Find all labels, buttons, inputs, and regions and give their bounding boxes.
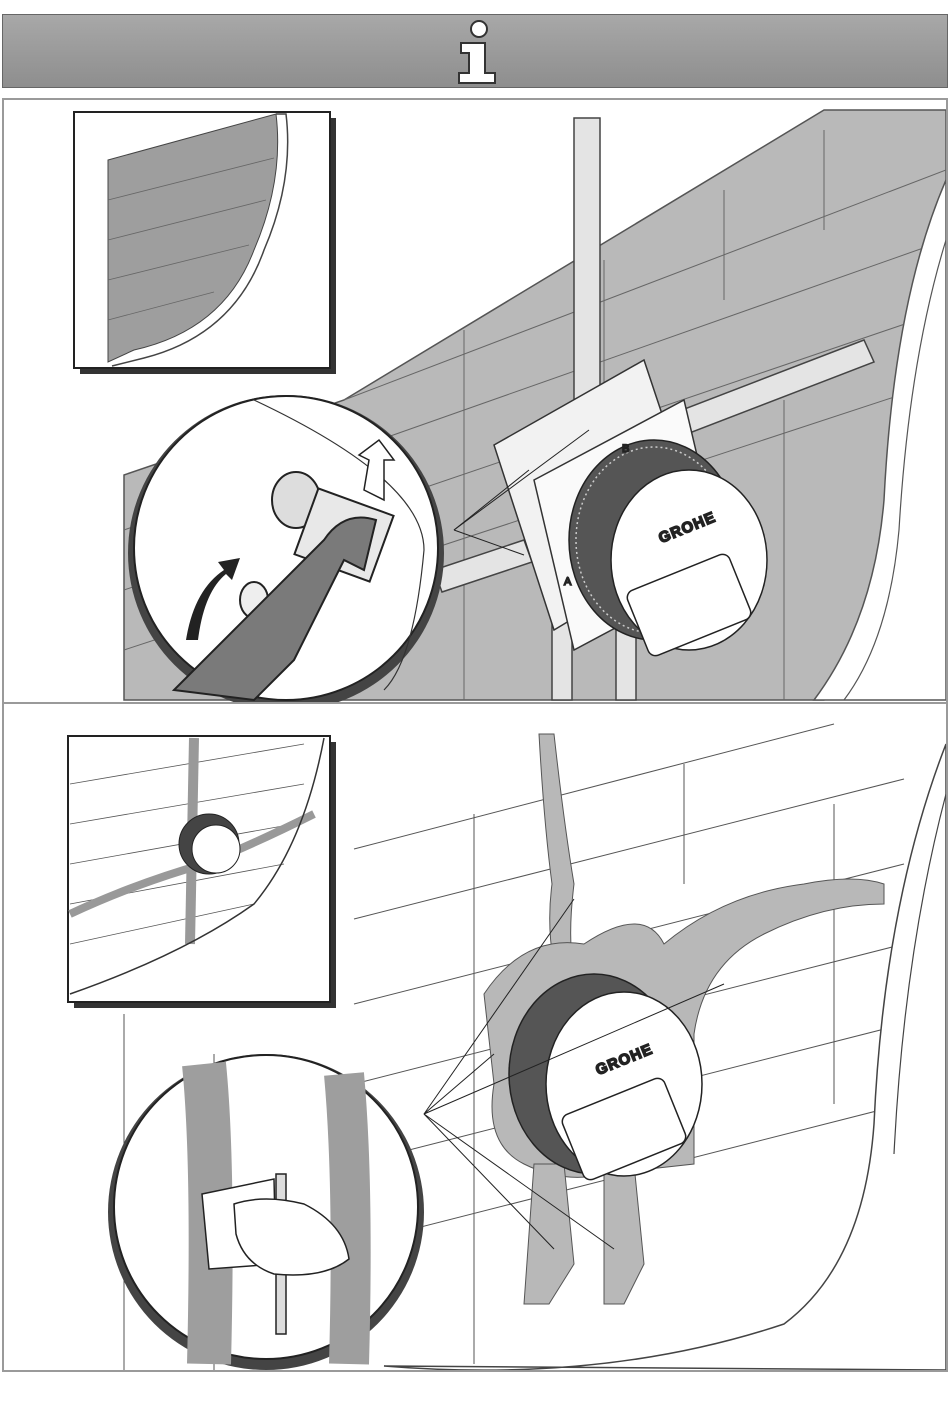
mark-b-label: B — [622, 443, 629, 455]
zoom-detail-wrench — [128, 395, 444, 702]
installation-illustration-bottom: GROHE — [4, 704, 946, 1370]
mark-a-label: A — [564, 576, 572, 588]
header-bar — [2, 14, 948, 88]
instruction-panel-bottom: GROHE — [2, 702, 948, 1372]
installation-illustration-top: GROHE A B — [4, 100, 946, 702]
instruction-panel-top: GROHE A B — [2, 98, 948, 704]
inset-wall-detail — [74, 112, 336, 374]
inset-wall-detail — [68, 736, 336, 1008]
info-icon — [451, 17, 505, 87]
zoom-detail-sealing — [108, 1054, 424, 1370]
